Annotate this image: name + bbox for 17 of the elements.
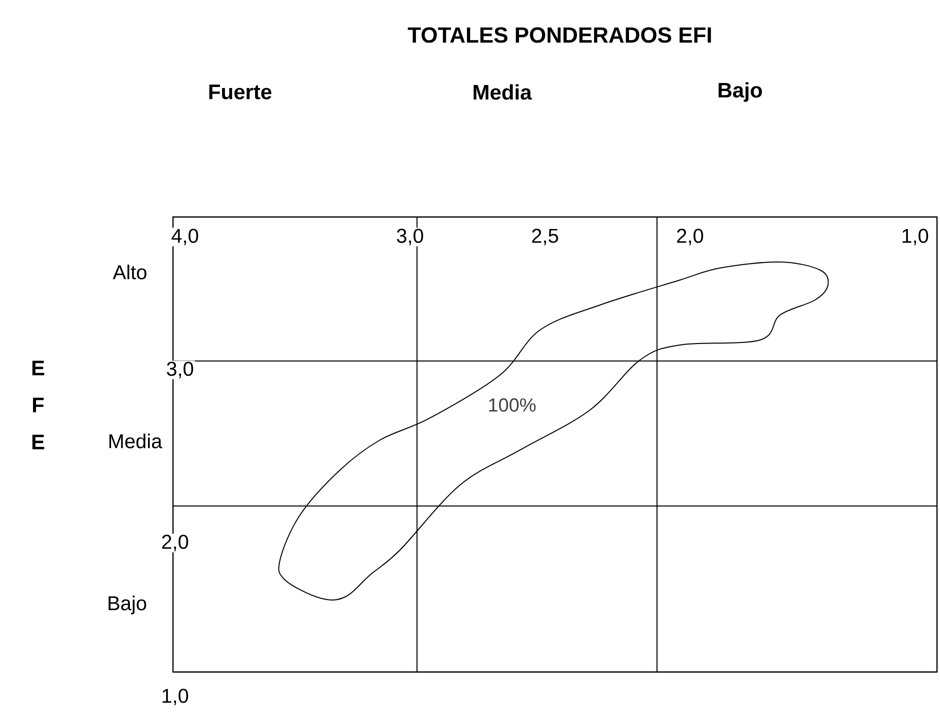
title: TOTALES PONDERADOS EFI xyxy=(408,27,711,43)
axis-tick-label: 1,0 xyxy=(160,688,190,706)
row-label: Bajo xyxy=(106,594,148,616)
row-label: Media xyxy=(106,432,164,450)
region-outline: 100% xyxy=(278,261,829,600)
axis-tick-label: 2,0 xyxy=(160,534,190,552)
axis-tick-label: 4,0 xyxy=(170,228,200,246)
axis-tick-label: 1,0 xyxy=(900,228,930,246)
column-header: Fuerte xyxy=(209,84,272,100)
axis-tick-label: 2,0 xyxy=(675,228,705,246)
column-header: Bajo xyxy=(718,82,762,102)
column-header: Media xyxy=(474,84,532,100)
row-label: Alto xyxy=(112,264,148,280)
axis-tick-label: 3,0 xyxy=(395,228,425,246)
axis-tick-label: 3,0 xyxy=(165,360,195,380)
axis-title: E F E xyxy=(32,360,44,450)
axis-tick-label: 2,5 xyxy=(530,228,560,246)
